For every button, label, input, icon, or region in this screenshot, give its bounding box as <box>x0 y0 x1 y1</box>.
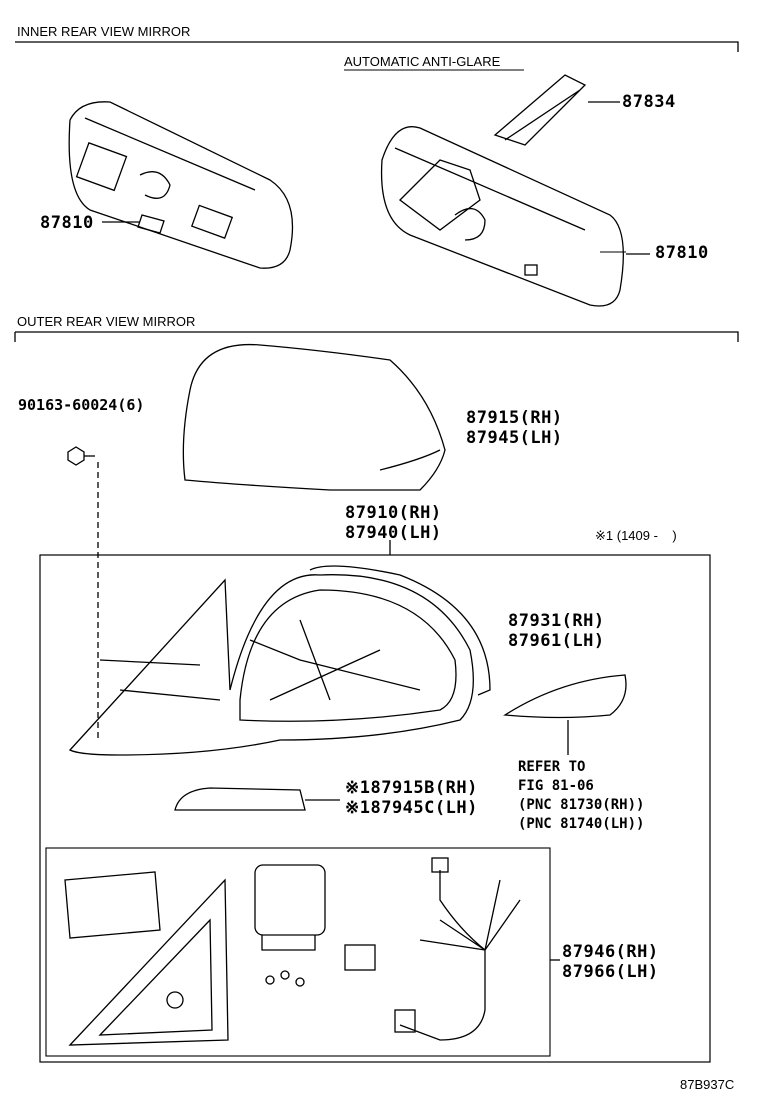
part-harness-rh[interactable]: 87946(RH) <box>562 942 659 962</box>
part-87810-standard[interactable]: 87810 <box>40 213 94 233</box>
mirror-cover <box>182 343 446 491</box>
part-87810-auto[interactable]: 87810 <box>655 243 709 263</box>
part-assy-lh[interactable]: 87940(LH) <box>345 523 442 543</box>
part-housing-rh[interactable]: 87931(RH) <box>508 611 605 631</box>
inner-section-bracket <box>15 41 739 52</box>
figure-code: 87B937C <box>680 1077 735 1092</box>
section-inner-title: INNER REAR VIEW MIRROR <box>17 24 191 39</box>
part-assy-rh[interactable]: 87910(RH) <box>345 503 442 523</box>
assembly-box <box>39 554 711 1063</box>
refer-line-3: (PNC 81730(RH)) <box>518 797 645 813</box>
mirror-bracket <box>64 871 229 1046</box>
outer-section-bracket <box>14 331 739 342</box>
part-housing-lh[interactable]: 87961(LH) <box>508 631 605 651</box>
wire-harness <box>394 857 560 1041</box>
part-lamp-rh[interactable]: ※187915B(RH) <box>345 778 478 798</box>
part-cover-lh[interactable]: 87945(LH) <box>466 428 563 448</box>
part-cover-rh[interactable]: 87915(RH) <box>466 408 563 428</box>
section-outer-title: OUTER REAR VIEW MIRROR <box>17 314 196 329</box>
part-lamp-lh[interactable]: ※187945C(LH) <box>345 798 478 818</box>
part-87834[interactable]: 87834 <box>622 92 676 112</box>
refer-line-4: (PNC 81740(LH)) <box>518 816 645 832</box>
inner-mirror-auto <box>380 74 650 307</box>
sub-assembly-box <box>45 847 551 1057</box>
turn-signal-lamp <box>503 674 627 755</box>
connector <box>344 944 376 971</box>
part-screw[interactable]: 90163-60024(6) <box>18 396 145 414</box>
section-auto-title: AUTOMATIC ANTI-GLARE <box>344 54 501 69</box>
inner-mirror-standard <box>68 101 294 269</box>
mirror-housing <box>68 565 491 756</box>
mirror-motor <box>254 864 326 987</box>
screw <box>67 446 99 740</box>
part-harness-lh[interactable]: 87966(LH) <box>562 962 659 982</box>
side-lamp <box>174 787 340 811</box>
date-note: ※1 (1409 - ) <box>595 528 677 543</box>
refer-line-2[interactable]: FIG 81-06 <box>518 778 594 794</box>
refer-line-1: REFER TO <box>518 759 586 775</box>
